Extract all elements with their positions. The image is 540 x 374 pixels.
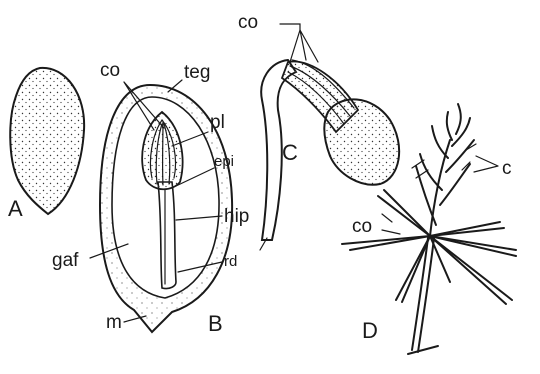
panel-c-seedling — [260, 60, 399, 250]
label-hip: hip — [224, 206, 249, 227]
panel-label-b: B — [208, 311, 223, 336]
label-co-b: co — [100, 60, 120, 81]
cotyledons-c — [282, 62, 358, 132]
label-rd: rd — [224, 253, 237, 270]
panel-a-seed — [10, 68, 84, 214]
embryo-axis — [158, 182, 176, 289]
shoot-d — [412, 104, 476, 236]
text-labels: A B C D co teg pl epi hip gaf rd m co co… — [8, 12, 512, 343]
root-d — [412, 238, 434, 352]
label-pl: pl — [210, 112, 225, 133]
panel-label-d: D — [362, 318, 378, 343]
panel-label-a: A — [8, 196, 23, 221]
label-teg: teg — [184, 62, 210, 83]
label-c: c — [502, 158, 512, 179]
label-gaf: gaf — [52, 250, 79, 271]
label-m: m — [106, 312, 122, 333]
label-co-d: co — [352, 216, 372, 237]
label-epi: epi — [214, 153, 234, 170]
label-co-c: co — [238, 12, 258, 33]
panel-label-c: C — [282, 140, 298, 165]
